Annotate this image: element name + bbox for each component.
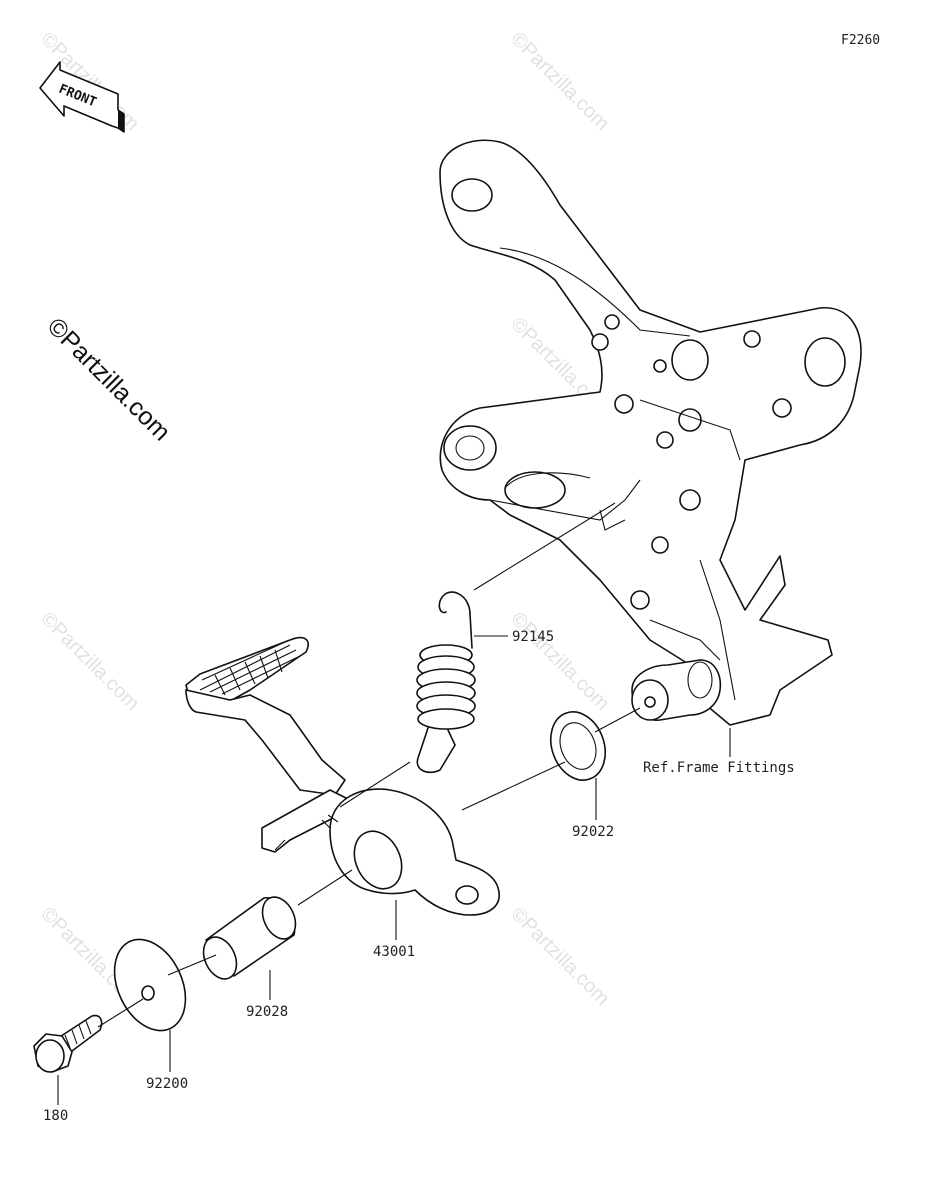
watermark-5: ©Partzilla.com: [506, 608, 613, 715]
frame-bracket: [439, 139, 862, 726]
figure-code: F2260: [841, 33, 880, 48]
part-label-92145: 92145: [512, 629, 554, 645]
washer-92200: [113, 938, 187, 1032]
assembly-lines: [97, 502, 641, 1028]
watermark-2: ©Partzilla.com: [506, 28, 613, 135]
watermark-dark: ©Partzilla.com: [42, 312, 176, 446]
watermark-4: ©Partzilla.com: [36, 608, 143, 715]
reference-label: Ref.Frame Fittings: [643, 760, 795, 776]
leader-lines: [57, 635, 731, 1105]
washer-92022: [549, 711, 607, 781]
brake-pedal: [185, 636, 500, 916]
bolt-180: [33, 1014, 103, 1073]
part-label-92028: 92028: [246, 1004, 288, 1020]
part-label-92022: 92022: [572, 824, 614, 840]
part-label-92200: 92200: [146, 1076, 188, 1092]
front-arrow-icon: FRONT: [39, 61, 125, 133]
watermark-7: ©Partzilla.com: [506, 903, 613, 1010]
part-label-180: 180: [43, 1108, 68, 1124]
bushing-92028: [202, 896, 297, 980]
return-spring: [416, 591, 476, 774]
part-label-43001: 43001: [373, 944, 415, 960]
